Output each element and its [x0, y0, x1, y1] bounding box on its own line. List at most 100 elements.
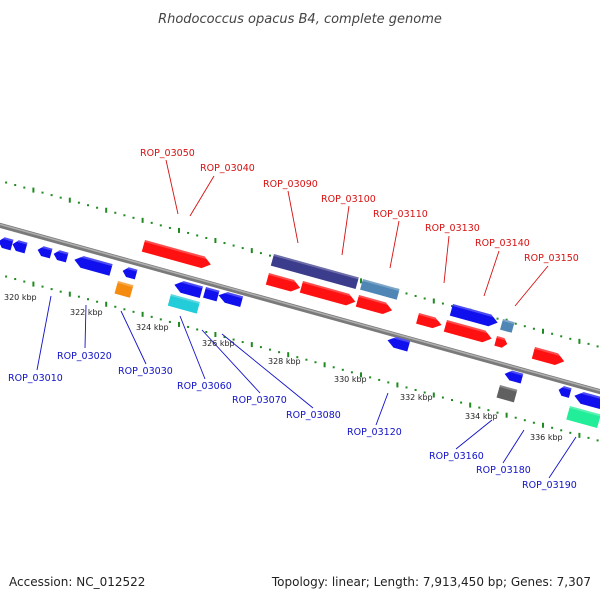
gene-rop-03050[interactable] — [141, 240, 213, 270]
gene-rop-03090[interactable] — [270, 254, 359, 290]
gene-rop-03100b-shape[interactable] — [299, 281, 357, 308]
gene-rop-03090-shape[interactable] — [270, 254, 359, 290]
lower-scale-tick — [523, 419, 526, 422]
gene-rop-03160[interactable] — [503, 369, 524, 384]
gene-rop-03060c-shape[interactable] — [167, 294, 200, 314]
lower-scale-tick — [460, 401, 463, 404]
lower-scale-tick — [432, 392, 435, 398]
gene-rop-03150[interactable] — [494, 336, 509, 349]
gene-rop-03100[interactable] — [360, 279, 400, 300]
lower-scale-tick — [41, 285, 44, 288]
gene-rop-03020b-shape[interactable] — [52, 249, 69, 263]
gene-rop-03040-shape[interactable] — [265, 273, 302, 294]
upper-scale-tick — [596, 345, 599, 348]
gene-label-rop-03050[interactable]: ROP_03050 — [140, 148, 195, 159]
gene-rop-03030c-highlight — [117, 281, 134, 288]
gene-rop-03160b-shape[interactable] — [496, 385, 518, 403]
leader-line — [483, 250, 500, 297]
gene-rop-03060[interactable] — [173, 279, 203, 299]
gene-rop-03060-shape[interactable] — [173, 279, 203, 299]
gene-rop-03190b-shape[interactable] — [566, 406, 600, 429]
lower-scale-tick — [496, 411, 499, 414]
gene-label-rop-03030[interactable]: ROP_03030 — [118, 366, 173, 377]
scale-label-332: 332 kbp — [400, 393, 433, 402]
reverse-gene-labels: ROP_03010 ROP_03020 ROP_03030 ROP_03060 … — [8, 351, 577, 491]
gene-rop-03190[interactable] — [573, 390, 600, 410]
genome-summary-text: Topology: linear; Length: 7,913,450 bp; … — [271, 575, 591, 589]
gene-rop-03140b[interactable] — [500, 319, 515, 333]
lower-scale-tick — [323, 362, 326, 368]
gene-label-rop-03120[interactable]: ROP_03120 — [347, 427, 402, 438]
gene-rop-03030c-shape[interactable] — [114, 281, 134, 298]
gene-rop-03130-shape[interactable] — [416, 313, 443, 330]
gene-rop-03060b[interactable] — [203, 287, 220, 302]
gene-label-rop-03040[interactable]: ROP_03040 — [200, 163, 255, 174]
lower-scale-tick — [378, 378, 381, 381]
lower-scale-tick — [551, 426, 554, 429]
gene-rop-03180-shape[interactable] — [557, 385, 572, 398]
gene-rop-03190-shape[interactable] — [573, 390, 600, 410]
gene-label-rop-03180[interactable]: ROP_03180 — [476, 465, 531, 476]
gene-rop-03140-shape[interactable] — [443, 320, 493, 344]
gene-rop-03190b[interactable] — [566, 406, 600, 429]
gene-rop-03050-shape[interactable] — [141, 240, 213, 270]
gene-rop-03010-shape[interactable] — [0, 236, 14, 251]
leader-line — [455, 419, 493, 450]
scale-label-328: 328 kbp — [268, 357, 301, 366]
gene-rop-03140[interactable] — [443, 320, 493, 344]
gene-rop-03160-shape[interactable] — [503, 369, 524, 384]
gene-rop-03010b-highlight — [13, 240, 28, 245]
gene-rop-03010b-shape[interactable] — [11, 239, 28, 254]
gene-rop-03130b[interactable] — [449, 304, 499, 328]
gene-rop-03110[interactable] — [355, 295, 394, 316]
gene-label-rop-03010[interactable]: ROP_03010 — [8, 373, 63, 384]
gene-rop-03030b[interactable] — [121, 266, 138, 280]
gene-rop-03120[interactable] — [386, 335, 411, 352]
gene-rop-03150-shape[interactable] — [494, 336, 508, 349]
gene-label-rop-03070[interactable]: ROP_03070 — [232, 395, 287, 406]
gene-rop-03140b-shape[interactable] — [500, 319, 515, 333]
gene-rop-03010b[interactable] — [11, 239, 28, 254]
gene-rop-03070[interactable] — [217, 290, 244, 308]
gene-rop-03110-highlight — [358, 295, 394, 307]
gene-rop-03150b[interactable] — [531, 347, 566, 367]
gene-rop-03060b-shape[interactable] — [203, 287, 220, 302]
gene-rop-03030c[interactable] — [114, 281, 134, 298]
leader-line — [287, 190, 299, 244]
gene-rop-03120-shape[interactable] — [386, 335, 411, 352]
gene-label-rop-03190[interactable]: ROP_03190 — [522, 480, 577, 491]
upper-scale-tick — [159, 224, 162, 227]
gene-rop-03150b-shape[interactable] — [531, 347, 566, 367]
gene-rop-03100b[interactable] — [299, 281, 357, 308]
gene-label-rop-03090[interactable]: ROP_03090 — [263, 179, 318, 190]
gene-label-rop-03060[interactable]: ROP_03060 — [177, 381, 232, 392]
lower-scale-tick — [441, 396, 444, 399]
gene-label-rop-03020[interactable]: ROP_03020 — [57, 351, 112, 362]
gene-rop-03180[interactable] — [557, 385, 572, 398]
upper-scale-tick — [50, 194, 53, 197]
gene-rop-03030[interactable] — [73, 254, 113, 276]
gene-rop-03020-shape[interactable] — [36, 245, 53, 259]
gene-rop-03040[interactable] — [265, 273, 302, 294]
gene-rop-03130[interactable] — [416, 313, 443, 330]
gene-label-rop-03140[interactable]: ROP_03140 — [475, 238, 530, 249]
leader-line — [548, 436, 577, 479]
gene-label-rop-03160[interactable]: ROP_03160 — [429, 451, 484, 462]
gene-rop-03110-shape[interactable] — [355, 295, 394, 316]
upper-scale-tick — [250, 248, 253, 254]
gene-rop-03060c[interactable] — [167, 294, 200, 314]
gene-rop-03100-shape[interactable] — [360, 279, 400, 300]
gene-label-rop-03100[interactable]: ROP_03100 — [321, 194, 376, 205]
gene-label-rop-03130[interactable]: ROP_03130 — [425, 223, 480, 234]
gene-rop-03030b-shape[interactable] — [121, 266, 138, 280]
gene-rop-03130b-shape[interactable] — [449, 304, 499, 328]
gene-rop-03020b[interactable] — [52, 249, 69, 263]
gene-rop-03030-shape[interactable] — [73, 254, 113, 276]
gene-rop-03070-shape[interactable] — [217, 290, 244, 308]
gene-label-rop-03080[interactable]: ROP_03080 — [286, 410, 341, 421]
gene-label-rop-03110[interactable]: ROP_03110 — [373, 209, 428, 220]
gene-rop-03010[interactable] — [0, 236, 14, 251]
gene-rop-03160b[interactable] — [496, 385, 518, 403]
gene-label-rop-03150[interactable]: ROP_03150 — [524, 253, 579, 264]
gene-rop-03020[interactable] — [36, 245, 53, 259]
